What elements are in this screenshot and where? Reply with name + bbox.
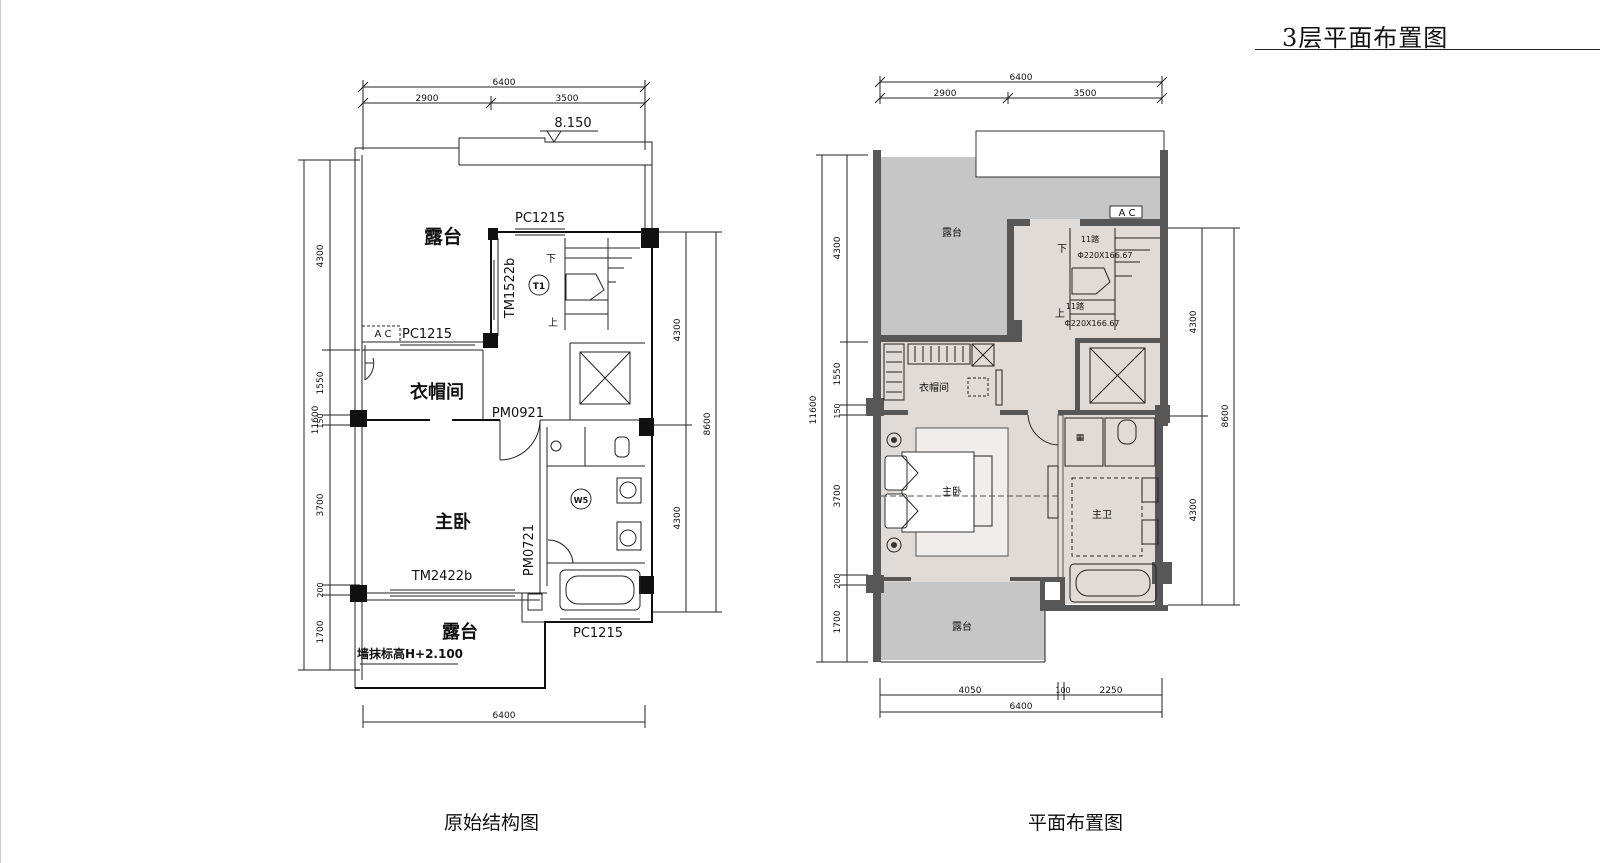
right-room-master-bedroom: 主卧 xyxy=(942,485,962,498)
left-top-dim-1: 2900 xyxy=(416,94,439,104)
sheet-title-rule xyxy=(1255,49,1600,50)
stair-spec-top-1: 11踏 xyxy=(1081,234,1099,244)
left-left-dim-4: 3700 xyxy=(316,493,326,516)
right-bottom-dim-2: 100 xyxy=(1055,686,1070,695)
left-left-dim-5: 200 xyxy=(316,582,325,597)
right-left-dim-4: 3700 xyxy=(833,484,843,507)
left-note: 墙抹标高H+2.100 xyxy=(357,646,463,661)
right-room-cloakroom: 衣帽间 xyxy=(919,381,949,394)
left-room-cloakroom: 衣帽间 xyxy=(410,381,464,403)
left-columns xyxy=(350,228,659,602)
right-room-master-bath: 主卫 xyxy=(1092,509,1112,521)
door-label-terrace: TM2422b xyxy=(411,569,473,584)
window-label-left: PC1215 xyxy=(402,327,452,342)
right-ac-tag: A C xyxy=(1118,208,1135,219)
bath-tag: W5 xyxy=(574,496,589,505)
left-left-dim-2: 1550 xyxy=(316,371,326,394)
left-right-total-dim: 8600 xyxy=(703,412,713,435)
right-bedroom-furniture xyxy=(881,414,1059,557)
right-wardrobes xyxy=(883,343,1003,406)
stair-tag: T1 xyxy=(533,282,545,292)
right-bottom-total-dim: 6400 xyxy=(1010,702,1033,712)
left-room-terrace-top: 露台 xyxy=(424,225,462,248)
left-stair-down: 下 xyxy=(546,254,556,265)
left-top-dimensions: 6400 2900 3500 xyxy=(357,78,651,150)
right-left-dim-2: 1550 xyxy=(833,362,843,385)
left-windows xyxy=(390,228,640,620)
left-bottom-dimensions: 6400 xyxy=(362,705,646,728)
right-left-dim-6: 1700 xyxy=(833,610,843,633)
left-bottom-total-dim: 6400 xyxy=(493,711,516,721)
right-top-dim-1: 2900 xyxy=(934,89,957,99)
left-plan-caption: 原始结构图 xyxy=(444,812,540,834)
right-right-total-dim: 8600 xyxy=(1221,404,1231,427)
stair-spec-bottom-1: 11踏 xyxy=(1066,301,1084,311)
left-room-terrace-bottom: 露台 xyxy=(442,621,478,643)
right-walls xyxy=(866,150,1172,663)
left-right-dim-2: 4300 xyxy=(673,506,683,529)
door-label-stair: TM1522b xyxy=(503,258,518,320)
right-left-total-dim: 11600 xyxy=(809,395,819,424)
left-right-dimensions: 4300 4300 8600 xyxy=(652,231,722,613)
left-left-total-dim: 11600 xyxy=(311,405,321,434)
door-label-bath: PM0721 xyxy=(522,524,537,576)
right-right-dimensions: 4300 4300 8600 xyxy=(1168,227,1240,606)
right-room-terrace-top: 露台 xyxy=(942,226,962,239)
left-plan: 6400 2900 3500 8.150 11600 4300 1550 150… xyxy=(298,78,722,728)
right-bottom-dim-1: 4050 xyxy=(959,686,982,696)
window-label-bottom: PC1215 xyxy=(573,626,623,641)
level-mark-text: 8.150 xyxy=(554,116,591,131)
right-top-dim-2: 3500 xyxy=(1074,89,1097,99)
page-border xyxy=(0,0,1,863)
right-stair-down: 下 xyxy=(1057,244,1067,255)
window-label-top: PC1215 xyxy=(515,211,565,226)
left-right-dim-1: 4300 xyxy=(673,318,683,341)
left-ac-tag: A C xyxy=(374,329,391,340)
left-left-dim-3: 150 xyxy=(316,413,325,428)
right-left-dim-1: 4300 xyxy=(833,236,843,259)
right-left-dimensions: 11600 4300 1550 150 3700 200 1700 xyxy=(809,154,868,663)
right-left-dim-3: 150 xyxy=(833,403,842,418)
right-top-total-dim: 6400 xyxy=(1010,73,1033,83)
left-stair: T1 下 上 xyxy=(528,238,640,405)
left-level-mark: 8.150 xyxy=(540,116,598,143)
left-stair-up: 上 xyxy=(548,317,558,329)
stair-spec-bottom-2: Φ220X166.67 xyxy=(1064,319,1119,328)
right-bottom-dim-3: 2250 xyxy=(1100,686,1123,696)
door-label-cloak: PM0921 xyxy=(492,406,544,421)
left-top-total-dim: 6400 xyxy=(493,78,516,88)
sheet-title: 3层平面布置图 xyxy=(1282,24,1449,52)
right-room-terrace-bottom: 露台 xyxy=(952,620,972,633)
shower-drain-icon: ▦ xyxy=(1076,433,1085,443)
right-bottom-dimensions: 4050 100 2250 6400 xyxy=(879,678,1163,718)
right-right-dim-2: 4300 xyxy=(1189,498,1199,521)
left-top-dim-2: 3500 xyxy=(556,94,579,104)
right-plan-caption: 平面布置图 xyxy=(1028,812,1124,834)
right-right-dim-1: 4300 xyxy=(1189,310,1199,333)
right-stair: 下 上 11踏 Φ220X166.67 11踏 Φ220X166.67 A C xyxy=(1055,205,1160,404)
stair-spec-top-2: Φ220X166.67 xyxy=(1077,251,1132,260)
right-bath-fixtures: ▦ xyxy=(1064,417,1159,603)
right-top-dimensions: 6400 2900 3500 xyxy=(874,73,1168,104)
right-stair-up: 上 xyxy=(1055,308,1065,320)
left-bath-fixtures: W5 xyxy=(527,436,642,611)
left-room-master-bedroom: 主卧 xyxy=(435,511,471,533)
left-left-dim-6: 1700 xyxy=(316,620,326,643)
right-left-dim-5: 200 xyxy=(833,573,842,588)
right-plan: 6400 2900 3500 11600 4300 1550 150 3700 … xyxy=(809,73,1240,718)
left-left-dim-1: 4300 xyxy=(316,244,326,267)
left-doors xyxy=(361,325,574,564)
